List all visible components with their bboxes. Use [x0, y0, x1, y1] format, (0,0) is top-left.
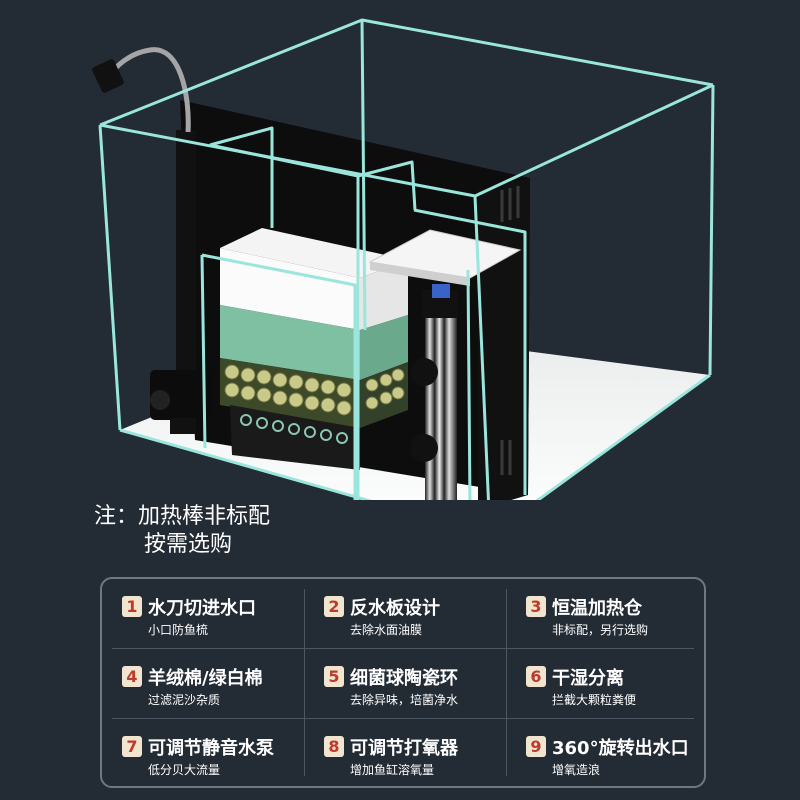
bio-balls-layer: [220, 358, 408, 428]
feature-subtitle: 低分贝大流量: [148, 763, 221, 777]
note-line-1: 注：加热棒非标配: [94, 504, 271, 529]
white-wool-side: [360, 260, 408, 330]
feature-subtitle: 非标配，另行选购: [552, 623, 649, 637]
green-sponge-side: [360, 315, 408, 380]
feature-number-badge: 5: [324, 666, 344, 687]
glass-tank-edges: [98, 18, 715, 500]
feature-item-dry-wet-separation: 6 干湿分离 拦截大颗粒粪便: [506, 649, 708, 719]
feature-title: 可调节静音水泵: [148, 738, 274, 759]
feature-item-silent-pump: 7 可调节静音水泵 低分贝大流量: [102, 719, 304, 789]
feature-number-badge: 2: [324, 596, 344, 617]
feature-title: 可调节打氧器: [350, 738, 458, 759]
feature-item-bio-balls: 5 细菌球陶瓷环 去除异味，培菌净水: [304, 649, 506, 719]
dry-wet-tray: [368, 229, 522, 279]
feature-number-badge: 9: [526, 736, 546, 757]
feature-number-badge: 8: [324, 736, 344, 757]
water-pump: [150, 130, 214, 434]
grid-divider: [112, 718, 694, 719]
aquarium-filter-illustration: [92, 18, 715, 500]
feature-subtitle: 过滤泥沙杂质: [148, 693, 221, 707]
feature-item-water-knife-inlet: 1 水刀切进水口 小口防鱼梳: [102, 579, 304, 649]
side-vent-slots: [500, 186, 520, 475]
feature-item-rotating-outlet: 9 360°旋转出水口 增氧造浪: [506, 719, 708, 789]
white-wool-front: [220, 248, 360, 330]
feature-subtitle: 增加鱼缸溶氧量: [350, 763, 435, 777]
feature-title: 水刀切进水口: [148, 598, 256, 619]
grid-divider: [304, 589, 305, 776]
feature-title: 反水板设计: [350, 598, 440, 619]
feature-item-air-pump: 8 可调节打氧器 增加鱼缸溶氧量: [304, 719, 506, 789]
heater-rod: [410, 284, 458, 500]
feature-subtitle: 去除水面油膜: [350, 623, 423, 637]
feature-subtitle: 增氧造浪: [552, 763, 601, 777]
feature-number-badge: 6: [526, 666, 546, 687]
feature-title: 360°旋转出水口: [552, 738, 689, 759]
heater-note: 注：加热棒非标配 按需选购: [94, 503, 270, 559]
feature-title: 羊绒棉/绿白棉: [148, 668, 263, 689]
feature-subtitle: 拦截大颗粒粪便: [552, 693, 637, 707]
feature-subtitle: 小口防鱼梳: [148, 623, 209, 637]
feature-number-badge: 4: [122, 666, 142, 687]
feature-number-badge: 3: [526, 596, 546, 617]
water-outlet-tube: [92, 47, 191, 133]
feature-title: 细菌球陶瓷环: [350, 668, 458, 689]
feature-title: 恒温加热仓: [552, 598, 642, 619]
white-wool-top: [220, 228, 408, 278]
feature-item-surface-skimmer: 2 反水板设计 去除水面油膜: [304, 579, 506, 649]
feature-item-heater-chamber: 3 恒温加热仓 非标配，另行选购: [506, 579, 708, 649]
feature-title: 干湿分离: [552, 668, 624, 689]
green-sponge-front: [220, 305, 360, 380]
feature-item-filter-wool: 4 羊绒棉/绿白棉 过滤泥沙杂质: [102, 649, 304, 719]
feature-subtitle: 去除异味，培菌净水: [350, 693, 459, 707]
feature-number-badge: 7: [122, 736, 142, 757]
grid-divider: [112, 648, 694, 649]
note-line-2: 按需选购: [144, 532, 233, 557]
features-panel: 1 水刀切进水口 小口防鱼梳 2 反水板设计 去除水面油膜 3 恒温加热仓 非标…: [100, 577, 706, 788]
grid-divider: [506, 589, 507, 776]
ceramic-rings-layer: [230, 405, 360, 470]
ceramic-rings: [240, 414, 348, 444]
feature-number-badge: 1: [122, 596, 142, 617]
